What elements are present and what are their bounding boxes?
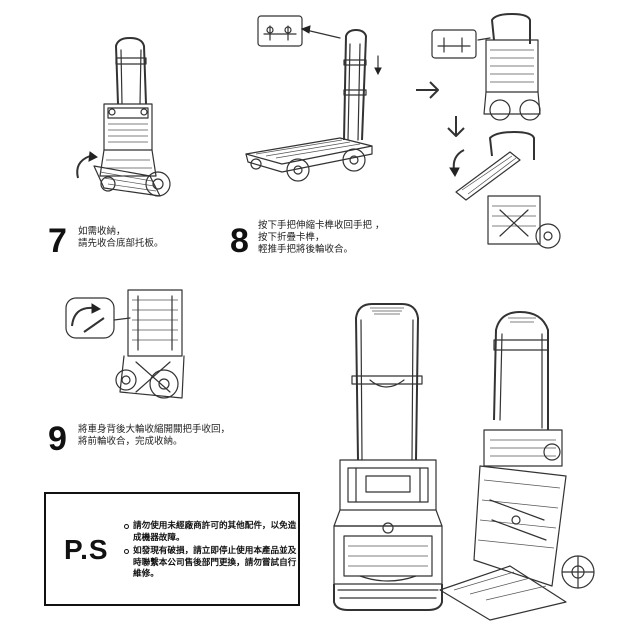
step-number: 7 — [48, 222, 67, 260]
rotate-arrow-icon — [76, 155, 91, 179]
step-text: 如需收納， 請先收合底部托板。 — [78, 226, 164, 249]
step-text: 將車身背後大輪收縮開關把手收回， 將前輪收合，完成收納。 — [78, 424, 231, 447]
circle-bullet-icon — [124, 524, 129, 529]
ps-note: 請勿使用未經廠商許可的其他配件，以免造成機器故障。 — [124, 521, 300, 544]
ps-note-text: 請勿使用未經廠商許可的其他配件，以免造成機器故障。 — [133, 521, 297, 543]
ps-notes: 請勿使用未經廠商許可的其他配件，以免造成機器故障。 如發現有破損，請立即停止使用… — [124, 521, 300, 583]
rotate-arrow-icon — [71, 306, 95, 327]
step-text: 按下手把伸縮卡榫收回手把 ， 按下折疊卡榫， 輕推手把將後輪收合。 — [258, 220, 385, 255]
ps-note-text: 如發現有破損，請立即停止使用本產品並及時聯繫本公司售後部門更換，請勿嘗試自行維修… — [133, 546, 297, 579]
step-number: 8 — [230, 222, 249, 260]
circle-bullet-icon — [124, 549, 129, 554]
ps-note: 如發現有破損，請立即停止使用本產品並及時聯繫本公司售後部門更換，請勿嘗試自行維修… — [124, 546, 300, 581]
step-number: 9 — [48, 420, 67, 458]
ps-title: P.S — [64, 534, 109, 565]
ps-notice-box: P.S 請勿使用未經廠商許可的其他配件，以免造成機器故障。 如發現有破損，請立即… — [44, 492, 300, 606]
